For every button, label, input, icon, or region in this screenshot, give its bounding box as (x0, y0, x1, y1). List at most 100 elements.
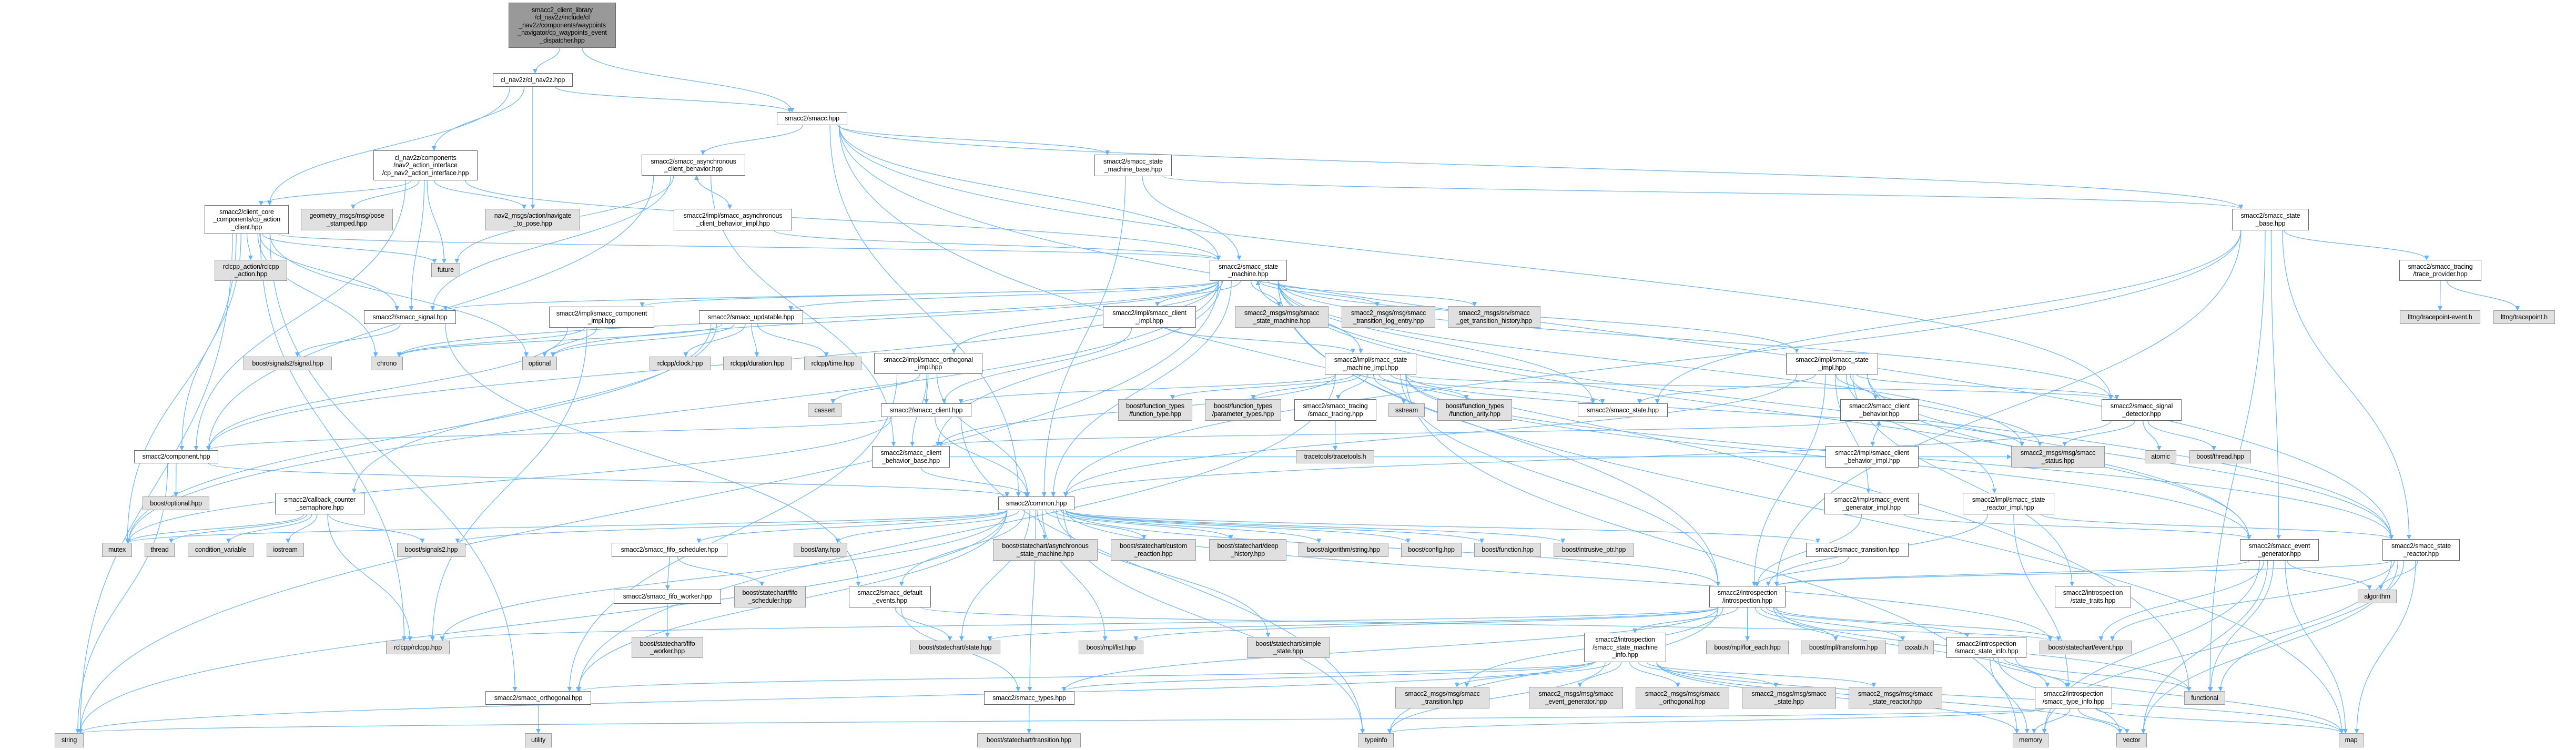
dependency-edge-defevents-to-event (921, 607, 2053, 641)
node-label: boost/algorithm/string.hpp (1307, 546, 1380, 554)
dependency-edge-introspection-to-rclcpp (440, 607, 1719, 641)
graph-node-foreach: boost/mpl/for_each.hpp (1706, 641, 1789, 654)
graph-node-top[interactable]: smacc2_client_library /cl_nav2z/include/… (509, 3, 616, 48)
graph-node-cb[interactable]: smacc2/smacc_client _behavior.hpp (1840, 399, 1919, 421)
node-label: atomic (2151, 453, 2170, 461)
graph-node-stinfo[interactable]: smacc2/introspection /smacc_state_info.h… (1946, 637, 2026, 658)
dependency-edge-compimpl-to-optional (542, 327, 597, 357)
dependency-edge-reactor-to-introspection (1774, 560, 2392, 586)
dependency-edge-cpac-to-string (78, 234, 233, 734)
dependency-edge-smimpl-to-orth (576, 374, 1336, 692)
dependency-edge-cb-to-cbbase (939, 420, 1850, 447)
graph-node-egimpl[interactable]: smacc2/impl/smacc_event _generator_impl.… (1824, 493, 1919, 514)
node-label: smacc2/smacc_state _machine.hpp (1218, 262, 1279, 278)
dependency-edge-component-to-string (75, 463, 168, 734)
graph-node-traceprov[interactable]: smacc2/smacc_tracing /trace_provider.hpp (2399, 260, 2481, 281)
dependency-edge-compimpl-to-component (206, 327, 568, 451)
dependency-edge-cpnav-to-nav2 (433, 180, 527, 209)
graph-node-state[interactable]: smacc2/smacc_state.hpp (1578, 403, 1668, 417)
dependency-edge-clientimpl-to-client (941, 327, 1132, 404)
node-label: smacc2/impl/smacc_asynchronous _client_b… (683, 212, 783, 227)
graph-node-bfifoworker: boost/statechart/fifo _worker.hpp (632, 637, 703, 658)
graph-node-cxxabi: cxxabi.h (1899, 641, 1934, 654)
graph-node-clientimpl[interactable]: smacc2/impl/smacc_client _impl.hpp (1103, 306, 1196, 328)
dependency-edge-cpac-to-orth (269, 234, 518, 692)
graph-node-defevents[interactable]: smacc2/smacc_default _events.hpp (849, 586, 931, 607)
graph-node-statebase[interactable]: smacc2/smacc_state _base.hpp (2232, 209, 2309, 230)
graph-node-smacc[interactable]: smacc2/smacc.hpp (777, 112, 847, 125)
dependency-edge-updatable-to-ccs (351, 323, 717, 493)
graph-node-smbase[interactable]: smacc2/smacc_state _machine_base.hpp (1094, 155, 1172, 176)
node-label: smacc2/smacc_tracing /trace_provider.hpp (2408, 262, 2473, 278)
dependency-edge-cbimpl-to-cb (1872, 420, 1881, 447)
dependency-edge-asyncimpl-to-async (694, 175, 731, 209)
node-label: boost/statechart/fifo _scheduler.hpp (742, 589, 798, 604)
dependency-edge-smi-to-types (1061, 662, 1594, 692)
graph-node-condvar: condition_variable (188, 543, 253, 557)
graph-node-client[interactable]: smacc2/smacc_client.hpp (881, 403, 971, 417)
node-label: smacc2/introspection /state_traits.hpp (2063, 589, 2123, 604)
node-label: smacc2/smacc_state.hpp (1587, 406, 1659, 414)
graph-node-compimpl[interactable]: smacc2/impl/smacc_component _impl.hpp (549, 307, 654, 328)
graph-node-transition[interactable]: smacc2/smacc_transition.hpp (1806, 543, 1909, 557)
graph-node-async[interactable]: smacc2/smacc_asynchronous _client_behavi… (642, 155, 745, 176)
dependency-edge-common-to-fifosched (696, 510, 1008, 543)
graph-node-cbimpl[interactable]: smacc2/impl/smacc_client _behavior_impl.… (1825, 446, 1919, 468)
node-label: smacc2/smacc_types.hpp (992, 694, 1066, 702)
graph-node-orth[interactable]: smacc2/smacc_orthogonal.hpp (485, 691, 591, 705)
graph-node-cpnav[interactable]: cl_nav2z/components /nav2_action_interfa… (373, 150, 478, 180)
dependency-edge-srimpl-to-typeinfo_s (2013, 514, 2071, 687)
graph-node-common[interactable]: smacc2/common.hpp (998, 496, 1074, 510)
graph-node-smi[interactable]: smacc2/introspection /smacc_state_machin… (1584, 633, 1666, 662)
graph-node-orthimpl[interactable]: smacc2/impl/smacc_orthogonal _impl.hpp (874, 353, 982, 374)
dependency-edge-reactor-to-map (2354, 560, 2416, 734)
graph-node-smimpl[interactable]: smacc2/impl/smacc_state _machine_impl.hp… (1325, 353, 1416, 374)
dependency-edge-stateimpl-to-common (1063, 374, 1797, 497)
dependency-edge-typeinfo_s-to-string (78, 708, 2044, 734)
graph-node-rclact: rclcpp_action/rclcpp _action.hpp (215, 260, 287, 281)
dependency-edge-stinfo-to-functional (2003, 657, 2192, 692)
graph-node-function: boost/function.hpp (1474, 543, 1541, 557)
graph-node-msgsm: smacc2_msgs/msg/smacc _state_machine.hpp (1235, 306, 1328, 328)
graph-node-tracing[interactable]: smacc2/smacc_tracing /smacc_tracing.hpp (1294, 399, 1376, 421)
graph-node-srimpl[interactable]: smacc2/impl/smacc_state _reactor_impl.hp… (1963, 493, 2054, 514)
graph-node-types[interactable]: smacc2/smacc_types.hpp (984, 691, 1074, 705)
node-label: cxxabi.h (1904, 643, 1928, 651)
dependency-edge-stateimpl-to-cb (1835, 374, 1878, 400)
dependency-edge-smacc-to-functional (838, 125, 2192, 692)
dependency-edge-smimpl-to-state (1390, 374, 1605, 404)
graph-node-stateimpl[interactable]: smacc2/impl/smacc_state _impl.hpp (1786, 353, 1878, 374)
graph-node-updatable[interactable]: smacc2/smacc_updatable.hpp (699, 310, 803, 324)
graph-node-reactor[interactable]: smacc2/smacc_state _reactor.hpp (2382, 539, 2460, 561)
node-label: smacc2/smacc_client _behavior.hpp (1849, 402, 1910, 418)
graph-node-introspection[interactable]: smacc2/introspection /introspection.hpp (1709, 586, 1786, 607)
dependency-edge-cpac-to-chrono (257, 234, 378, 357)
graph-node-signal[interactable]: smacc2/smacc_signal.hpp (364, 310, 456, 324)
dependency-edge-ccs-to-thread (169, 514, 308, 543)
graph-node-cbbase[interactable]: smacc2/smacc_client _behavior_base.hpp (872, 446, 950, 468)
dependency-edge-sm-to-common (1051, 280, 1232, 497)
dependency-edge-smi-to-mevg (1577, 662, 1622, 687)
graph-node-fifosched[interactable]: smacc2/smacc_fifo_scheduler.hpp (612, 543, 727, 557)
dependency-edge-cpnav-to-sm (465, 180, 1221, 260)
graph-node-asyncimpl[interactable]: smacc2/impl/smacc_asynchronous _client_b… (674, 209, 792, 230)
dependency-edge-reactor-to-functional (2218, 560, 2405, 692)
dependency-edge-smi-to-mtrans (1454, 662, 1611, 687)
graph-node-cpac[interactable]: smacc2/client_core _components/cp_action… (205, 205, 289, 234)
graph-node-typeinfo-s[interactable]: smacc2/introspection /smacc_type_info.hp… (2035, 687, 2112, 708)
graph-node-bfifosched: boost/statechart/fifo _scheduler.hpp (734, 586, 806, 607)
graph-node-sm[interactable]: smacc2/smacc_state _machine.hpp (1210, 260, 1287, 281)
dependency-edge-sm-to-introspection (1277, 280, 1721, 586)
graph-node-mevg: smacc2_msgs/msg/smacc _event_generator.h… (1529, 687, 1623, 708)
graph-node-ccs[interactable]: smacc2/callback_counter _semaphore.hpp (275, 493, 364, 514)
graph-node-clnav2z[interactable]: cl_nav2z/cl_nav2z.hpp (493, 73, 573, 87)
graph-node-sigdet[interactable]: smacc2/smacc_signal _detector.hpp (2102, 399, 2182, 421)
dependency-edge-statebase-to-reactor (2282, 230, 2412, 540)
graph-node-component[interactable]: smacc2/component.hpp (134, 450, 218, 463)
graph-node-traits[interactable]: smacc2/introspection /state_traits.hpp (2055, 586, 2131, 607)
graph-node-evgen[interactable]: smacc2/smacc_event _generator.hpp (2240, 539, 2319, 561)
graph-node-fifoworker[interactable]: smacc2/smacc_fifo_worker.hpp (614, 590, 721, 604)
dependency-edge-component-to-common (208, 463, 1009, 497)
graph-node-deep: boost/statechart/deep _history.hpp (1209, 539, 1286, 561)
node-label: smacc2/impl/smacc_event _generator_impl.… (1834, 496, 1909, 511)
